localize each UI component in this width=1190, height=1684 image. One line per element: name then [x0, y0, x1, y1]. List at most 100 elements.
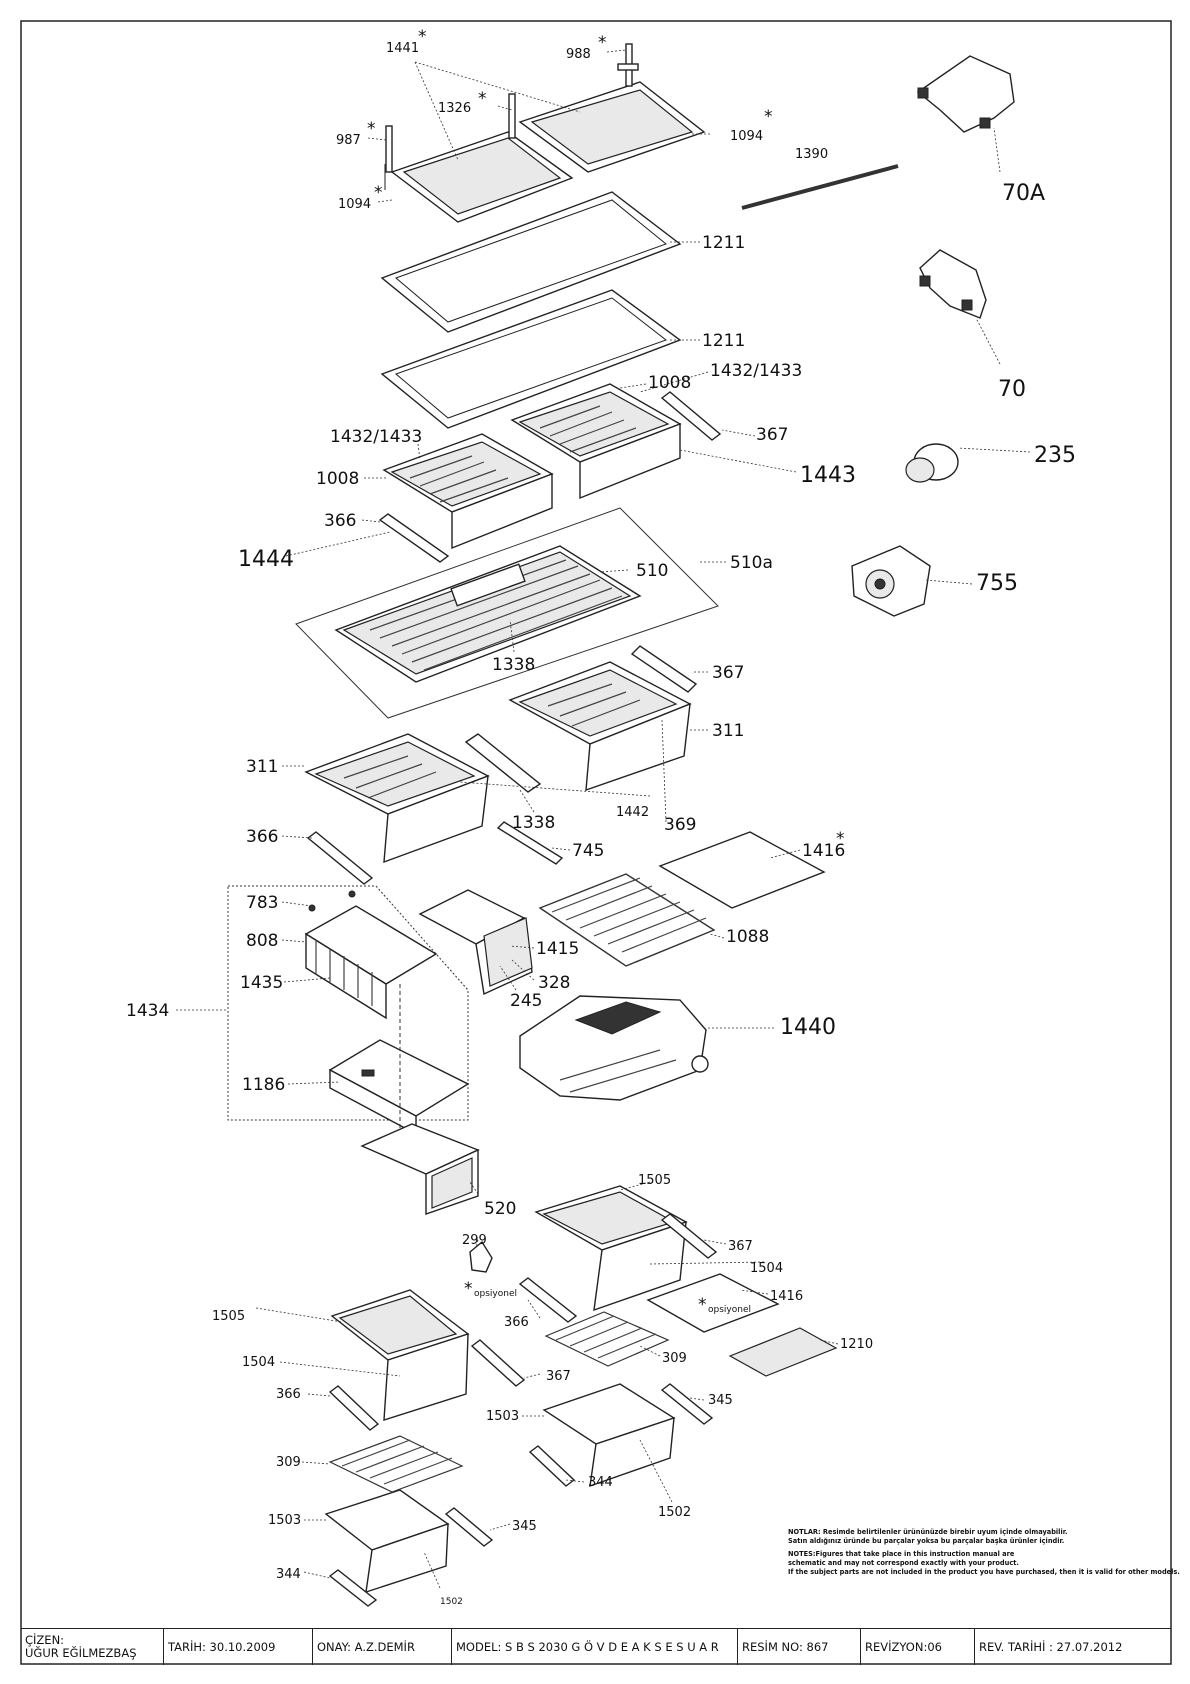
- label-1416-lower: 1416: [770, 1289, 803, 1304]
- part-783: [308, 890, 356, 912]
- rail-745: [496, 821, 564, 865]
- label-245: 245: [510, 991, 542, 1011]
- revision-date-cell: REV. TARİHİ : 27.07.2012: [979, 1640, 1123, 1654]
- drawn-by-name: UĞUR EĞİLMEZBAŞ: [25, 1646, 137, 1660]
- label-1432-left: 1432/1433: [330, 427, 422, 447]
- label-1441-star: *: [418, 27, 427, 47]
- label-366-top: 366: [324, 511, 356, 531]
- label-1390: 1390: [795, 147, 828, 162]
- label-1502-left: 1502: [440, 1597, 463, 1607]
- label-366-lower-a: 366: [504, 1315, 529, 1330]
- label-1503-right: 1503: [486, 1409, 519, 1424]
- shelf-group-510a-outline: [295, 507, 719, 719]
- label-1504-right: 1504: [750, 1261, 783, 1276]
- label-1502-right: 1502: [658, 1505, 691, 1520]
- label-1211-lower: 1211: [702, 331, 745, 351]
- glass-shelf-1211-upper: [380, 191, 682, 333]
- model-cell: MODEL: S B S 2030 G Ö V D E A K S E S U …: [452, 1629, 738, 1665]
- label-367-top: 367: [756, 425, 788, 445]
- label-1416-top: 1416: [802, 841, 845, 861]
- sheet-border: [20, 20, 1172, 1665]
- label-1094-right-star: *: [764, 107, 773, 127]
- label-328: 328: [538, 973, 570, 993]
- label-987: 987: [336, 133, 361, 148]
- label-1008-left: 1008: [316, 469, 359, 489]
- note-line-1: NOTLAR: Resimde belirtilenler ürününüzde…: [788, 1528, 1068, 1536]
- glass-1416-lower: [646, 1273, 780, 1333]
- label-1444: 1444: [238, 547, 294, 572]
- drawing-number-cell: RESİM NO: 867: [738, 1629, 861, 1665]
- freezer-drawer-1505-left: [330, 1289, 470, 1421]
- label-1434: 1434: [126, 1001, 169, 1021]
- label-369: 369: [664, 815, 696, 835]
- label-opsiyonel-299: opsiyonel: [474, 1289, 517, 1299]
- wire-shelf-1088: [538, 873, 716, 967]
- label-1416-top-star: *: [836, 829, 845, 849]
- shelf-510: [334, 545, 642, 683]
- rail-367-top: [660, 391, 722, 441]
- notes-block: NOTLAR: Resimde belirtilenler ürününüzde…: [788, 1528, 1180, 1576]
- revision-cell: REVİZYON:06: [861, 1629, 975, 1665]
- title-block: ÇİZEN: UĞUR EĞİLMEZBAŞ TARİH: 30.10.2009…: [21, 1628, 1171, 1665]
- leader-lines: [176, 49, 1031, 1589]
- label-opsiyonel-1416: opsiyonel: [708, 1305, 751, 1315]
- approval-cell: ONAY: A.Z.DEMİR: [313, 1629, 452, 1665]
- label-1094-left: 1094: [338, 197, 371, 212]
- label-1432-right: 1432/1433: [710, 361, 802, 381]
- label-311-left: 311: [246, 757, 278, 777]
- label-1338-lower: 1338: [512, 813, 555, 833]
- label-309-left: 309: [276, 1455, 301, 1470]
- drawn-by-cell: ÇİZEN: UĞUR EĞİLMEZBAŞ: [21, 1629, 164, 1665]
- label-311-right: 311: [712, 721, 744, 741]
- label-opsiyonel-299-star: *: [464, 1279, 473, 1299]
- label-987-star: *: [367, 119, 376, 139]
- part-70: [919, 249, 987, 319]
- label-1210: 1210: [840, 1337, 873, 1352]
- label-1415: 1415: [536, 939, 579, 959]
- label-367-lower-a: 367: [728, 1239, 753, 1254]
- wire-shelf-309-left: [328, 1435, 464, 1493]
- ice-drawer-520: [360, 1123, 480, 1215]
- label-988-star: *: [598, 33, 607, 53]
- rail-367-mid: [630, 645, 698, 693]
- drawer-1008-left: [382, 433, 554, 550]
- label-1505-left: 1505: [212, 1309, 245, 1324]
- note-line-3: NOTES:Figures that take place in this in…: [788, 1550, 1015, 1558]
- rail-367-lower-b: [470, 1339, 526, 1387]
- label-70A: 70A: [1002, 181, 1045, 206]
- label-1186: 1186: [242, 1075, 285, 1095]
- shelf-1441-right: [518, 81, 706, 173]
- label-345-b: 345: [512, 1519, 537, 1534]
- label-1441: 1441: [386, 41, 419, 56]
- label-1440: 1440: [780, 1015, 836, 1040]
- glass-1210: [728, 1327, 838, 1377]
- wire-shelf-309-right: [544, 1311, 670, 1367]
- label-366-lower-b: 366: [276, 1387, 301, 1402]
- label-783: 783: [246, 893, 278, 913]
- label-1094-left-star: *: [374, 183, 383, 203]
- divider-1338-lower: [464, 733, 542, 793]
- basket-1503-left: [324, 1489, 450, 1594]
- part-755: [851, 545, 931, 617]
- rail-366-mid: [306, 831, 374, 885]
- label-299: 299: [462, 1233, 487, 1248]
- rod-1390: [741, 164, 899, 210]
- crisper-311-right: [508, 661, 692, 792]
- freezer-drawer-1505-right: [534, 1185, 688, 1312]
- rail-366-top: [378, 513, 450, 563]
- label-1443: 1443: [800, 463, 856, 488]
- shelf-bracket-988: [617, 43, 639, 87]
- label-1088: 1088: [726, 927, 769, 947]
- rail-344-b: [328, 1569, 378, 1607]
- label-988: 988: [566, 47, 591, 62]
- label-345-a: 345: [708, 1393, 733, 1408]
- shelf-bracket-1326: [508, 93, 516, 139]
- note-line-2: Satın aldığınız üründe bu parçalar yoksa…: [788, 1537, 1064, 1545]
- label-808: 808: [246, 931, 278, 951]
- ice-bin-1415: [418, 889, 533, 996]
- label-1435: 1435: [240, 973, 283, 993]
- rail-367-lower-a: [660, 1213, 718, 1259]
- date-cell: TARİH: 30.10.2009: [164, 1629, 313, 1665]
- basket-1503-right: [542, 1383, 676, 1488]
- label-1326: 1326: [438, 101, 471, 116]
